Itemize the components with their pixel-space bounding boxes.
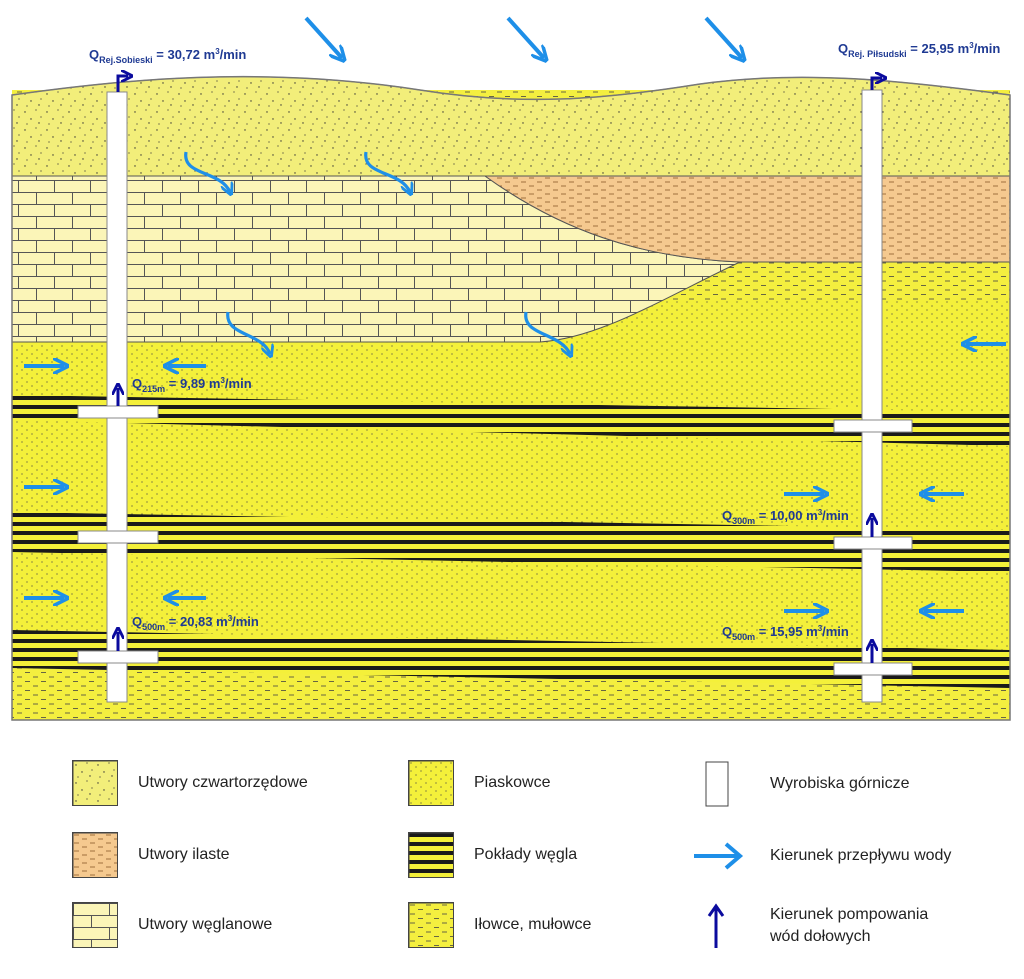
label-q-500m-right: Q500m = 15,95 m3/min [722,624,849,642]
legend-item-coal: Pokłady węgla [408,832,577,878]
legend-swatch-pumping-arrow [707,903,725,948]
legend-swatch-claystone [408,902,454,948]
legend-item-pumping: Kierunek pompowania wód dołowych [690,902,960,950]
label-q-500m-left: Q500m = 20,83 m3/min [132,614,259,632]
coal-seam-3 [12,630,1010,688]
coal-seam-1 [12,395,1010,446]
legend-label-workings: Wyrobiska górnicze [770,775,910,792]
legend-swatch-clay [72,832,118,878]
legend-swatch-sandstone [408,760,454,806]
legend: Utwory czwartorzędowe Utwory ilaste Utwo… [0,730,1024,979]
label-q-215m: Q215m = 9,89 m3/min [132,376,252,394]
label-rej-pilsudski: QRej. Piłsudski = 25,95 m3/min [838,41,1000,59]
legend-swatch-carbonate [72,902,118,948]
legend-item-workings: Wyrobiska górnicze [690,760,909,808]
legend-label-sandstone: Piaskowce [474,774,551,791]
pumping-arrows [118,76,882,663]
legend-item-clay: Utwory ilaste [72,832,230,878]
legend-item-sandstone: Piaskowce [408,760,550,806]
legend-label-flow: Kierunek przepływu wody [770,847,952,864]
legend-swatch-workings [705,761,729,807]
legend-swatch-coal [408,832,454,878]
legend-label-coal: Pokłady węgla [474,846,578,863]
label-rej-sobieski: QRej.Sobieski = 30,72 m3/min [89,47,246,65]
legend-label-pumping: Kierunek pompowania wód dołowych [770,906,929,945]
water-flow-arrows [24,344,1006,611]
seepage-arrows [184,151,570,354]
legend-item-carbonate: Utwory węglanowe [72,902,272,948]
legend-label-claystone: Iłowce, mułowce [474,916,592,933]
legend-label-quaternary: Utwory czwartorzędowe [138,774,308,791]
label-q-300m: Q300m = 10,00 m3/min [722,508,849,526]
legend-item-quaternary: Utwory czwartorzędowe [72,760,308,806]
legend-label-clay: Utwory ilaste [138,846,230,863]
legend-item-claystone: Iłowce, mułowce [408,902,591,948]
legend-label-carbonate: Utwory węglanowe [138,916,273,933]
cross-section-diagram: QRej.Sobieski = 30,72 m3/min QRej. Piłsu… [11,16,1011,721]
coal-seam-2 [12,512,1010,572]
infiltration-arrows [304,16,742,58]
legend-swatch-flow-arrow [694,842,744,870]
legend-swatch-quaternary [72,760,118,806]
sandstone-layer [12,300,1010,680]
legend-item-flow: Kierunek przepływu wody [690,832,951,880]
section-frame [11,75,1011,721]
